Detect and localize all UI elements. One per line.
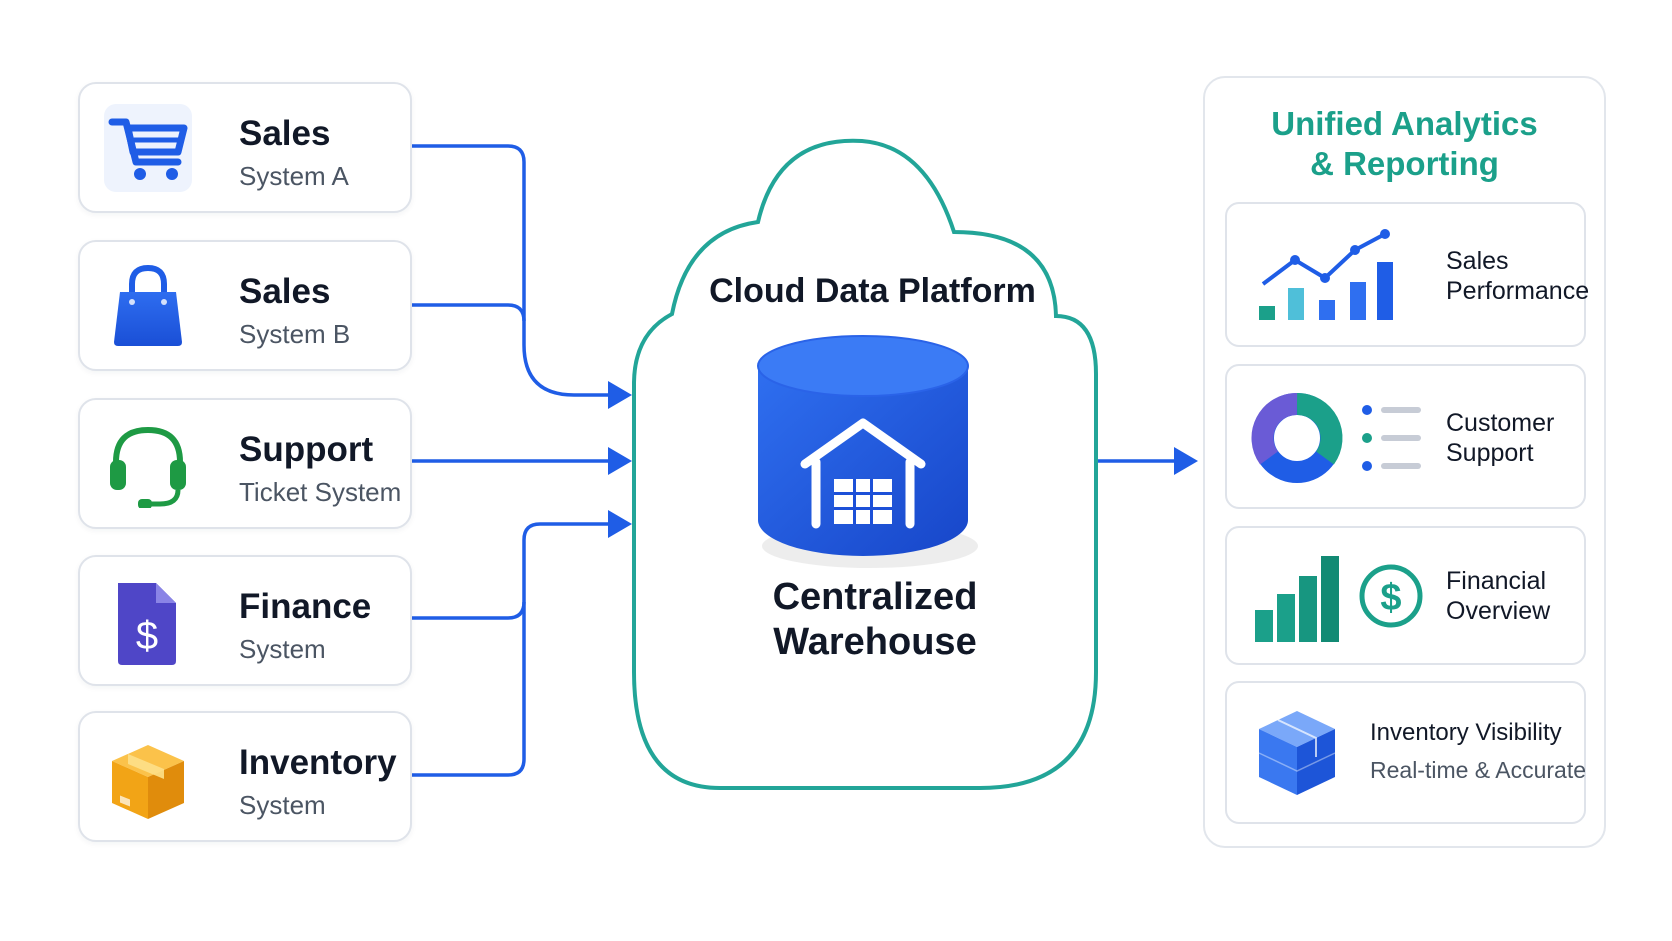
output-label-line1: Sales [1446,247,1509,275]
source-title: Support [239,430,374,469]
source-title: Sales [239,272,331,311]
output-label-line1: Inventory Visibility [1370,719,1562,746]
warehouse-label-line1: Centralized [772,576,978,618]
output-card-customer-support: Customer Support [1225,364,1586,509]
output-label: Sales Performance [1446,246,1589,306]
source-card-inventory: Inventory System [78,711,412,842]
output-label-line2: Real-time & Accurate [1370,757,1587,783]
source-subtitle: Ticket System [239,477,402,507]
arrowhead-in-3 [608,510,632,538]
output-card-inventory-visibility: Inventory Visibility Real-time & Accurat… [1225,681,1586,824]
output-label-line2: Support [1446,439,1534,467]
arrowheads-in [608,381,632,538]
connector-sales-a [412,144,612,397]
connector-inventory [412,522,612,777]
source-card-sales-a: Sales System A [78,82,412,213]
source-card-support: Support Ticket System [78,398,412,529]
package-box-icon [104,733,192,821]
headset-icon [104,420,192,509]
output-connector [1098,447,1198,475]
source-card-finance: $ Finance System [78,555,412,686]
source-subtitle: System [239,790,326,820]
output-label-line1: Financial [1446,567,1547,595]
source-subtitle: System B [239,319,351,349]
platform-title: Cloud Data Platform [709,272,1036,310]
arrowhead-in-2 [608,447,632,475]
warehouse-label-line2: Warehouse [773,621,977,663]
panel-title-line2: & Reporting [1310,145,1499,182]
analytics-panel-title: Unified Analytics & Reporting [1203,104,1606,184]
connector-finance [412,601,526,620]
source-subtitle: System A [239,161,349,191]
arrowhead-in-1 [608,381,632,409]
shopping-cart-icon [104,104,192,192]
source-title: Inventory [239,743,397,782]
source-title: Sales [239,114,331,153]
shopping-bag-icon [104,262,192,350]
output-card-financial-overview: $ Financial Overview [1225,526,1586,665]
arrowhead-out [1174,447,1198,475]
output-card-sales-performance: Sales Performance [1225,202,1589,347]
cube-icon [1255,707,1339,804]
source-connectors [412,144,612,777]
source-title: Finance [239,587,372,626]
donut-chart-icon [1251,388,1431,493]
bar-chart-dollar-icon: $ [1253,550,1423,651]
source-subtitle: System [239,634,326,664]
warehouse-label: Centralized Warehouse [700,575,1050,665]
svg-text:$: $ [136,614,158,658]
source-card-sales-b: Sales System B [78,240,412,371]
output-label-line1: Customer [1446,409,1555,437]
line-bar-chart-icon [1255,226,1395,331]
svg-text:$: $ [1380,577,1401,619]
panel-title-line1: Unified Analytics [1271,105,1538,142]
output-label: Customer Support [1446,408,1554,468]
output-label-line2: Performance [1446,277,1590,305]
connector-sales-b [412,303,526,322]
dollar-document-icon: $ [104,577,192,665]
output-label-line2: Overview [1446,597,1551,625]
warehouse-database-icon [757,335,978,568]
output-label: Financial Overview [1446,566,1550,626]
